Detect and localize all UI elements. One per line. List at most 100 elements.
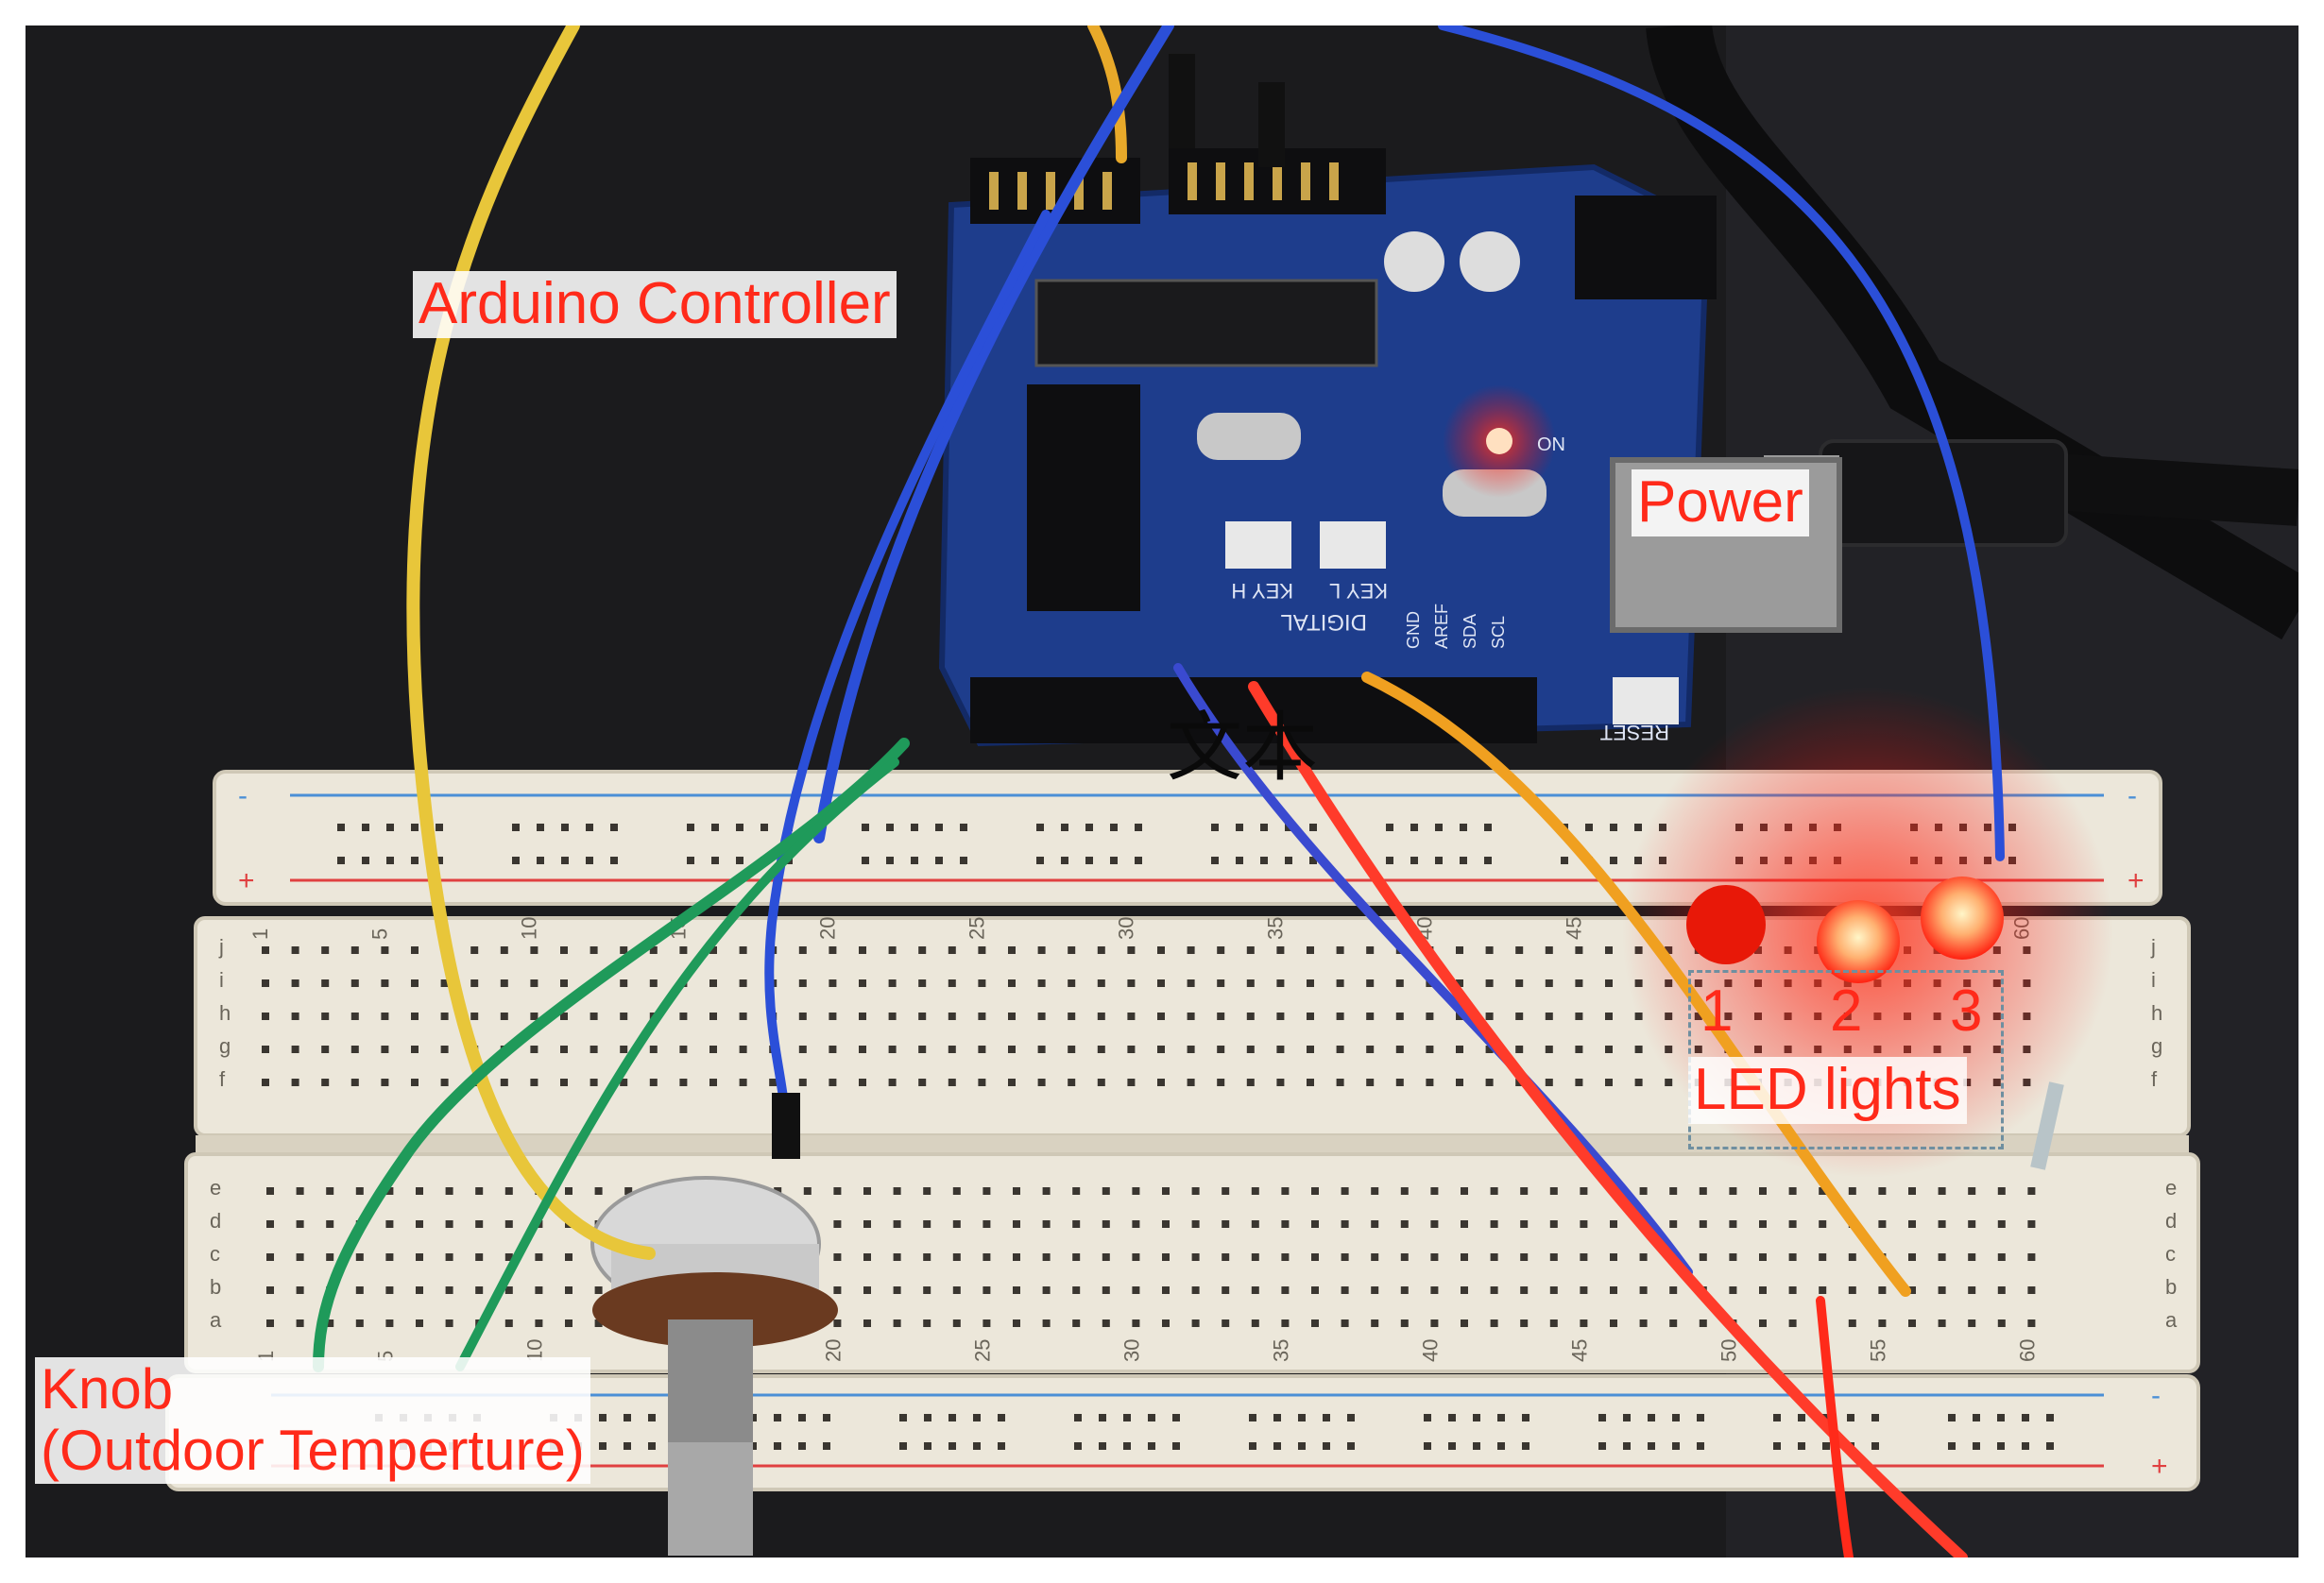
breadboard-hole bbox=[948, 1013, 956, 1020]
breadboard-hole bbox=[1187, 946, 1195, 954]
breadboard-hole bbox=[893, 1220, 901, 1228]
breadboard-hole bbox=[948, 1079, 956, 1086]
breadboard-hole bbox=[823, 1442, 830, 1450]
breadboard-hole bbox=[978, 1013, 986, 1020]
breadboard-hole bbox=[1273, 1414, 1281, 1421]
breadboard-hole bbox=[326, 1187, 334, 1195]
breadboard-hole bbox=[2022, 1414, 2029, 1421]
breadboard-hole bbox=[1669, 1220, 1678, 1228]
breadboard-hole bbox=[1217, 946, 1225, 954]
breadboard-hole bbox=[1281, 1187, 1290, 1195]
breadboard-hole bbox=[1672, 1414, 1680, 1421]
breadboard-column-number: 20 bbox=[815, 917, 839, 940]
breadboard-hole bbox=[1068, 946, 1076, 954]
breadboard-hole bbox=[1473, 1442, 1480, 1450]
breadboard-hole bbox=[1610, 857, 1617, 864]
breadboard-hole bbox=[1281, 1319, 1290, 1327]
breadboard-hole bbox=[1281, 1253, 1290, 1261]
breadboard-hole bbox=[1110, 824, 1118, 831]
breadboard-hole bbox=[983, 1220, 991, 1228]
breadboard-column-number: 60 bbox=[2015, 1339, 2039, 1362]
breadboard-hole bbox=[833, 1220, 842, 1228]
breadboard-hole bbox=[1669, 1286, 1678, 1294]
breadboard-hole bbox=[362, 857, 369, 864]
breadboard-hole bbox=[1222, 1187, 1230, 1195]
wire-pin bbox=[772, 1093, 800, 1159]
breadboard-row-letter: a bbox=[2165, 1308, 2178, 1332]
breadboard-hole bbox=[863, 1220, 871, 1228]
breadboard-hole bbox=[1298, 1442, 1306, 1450]
breadboard-hole bbox=[291, 979, 299, 987]
breadboard-hole bbox=[475, 1286, 484, 1294]
power-jack bbox=[1575, 196, 1717, 299]
breadboard-hole bbox=[983, 1187, 991, 1195]
breadboard-hole bbox=[648, 1414, 656, 1421]
breadboard-hole bbox=[1968, 1286, 1976, 1294]
breadboard-hole bbox=[350, 946, 359, 954]
breadboard-hole bbox=[649, 979, 658, 987]
breadboard-hole bbox=[1634, 824, 1642, 831]
breadboard-hole bbox=[1908, 1286, 1916, 1294]
breadboard-hole bbox=[1386, 857, 1393, 864]
breadboard-hole bbox=[1759, 1220, 1767, 1228]
breadboard-hole bbox=[1669, 1319, 1678, 1327]
breadboard-hole bbox=[923, 1187, 931, 1195]
breadboard-hole bbox=[610, 857, 618, 864]
breadboard-hole bbox=[960, 824, 967, 831]
breadboard-hole bbox=[1485, 946, 1494, 954]
breadboard-hole bbox=[923, 1253, 931, 1261]
breadboard-hole bbox=[948, 1046, 956, 1053]
breadboard-hole bbox=[1042, 1286, 1051, 1294]
breadboard-hole bbox=[1102, 1220, 1110, 1228]
breadboard-hole bbox=[411, 946, 419, 954]
breadboard-hole bbox=[500, 979, 508, 987]
breadboard-hole bbox=[1236, 824, 1243, 831]
breadboard-hole bbox=[590, 1046, 598, 1053]
breadboard-hole bbox=[649, 946, 658, 954]
breadboard-hole bbox=[798, 946, 807, 954]
breadboard-hole bbox=[1068, 1046, 1076, 1053]
breadboard-hole bbox=[411, 979, 419, 987]
breadboard-hole bbox=[1435, 824, 1443, 831]
breadboard-hole bbox=[1273, 1442, 1281, 1450]
breadboard-hole bbox=[888, 1013, 897, 1020]
breadboard-hole bbox=[1072, 1187, 1081, 1195]
rail-sign: - bbox=[2151, 1380, 2161, 1411]
breadboard-hole bbox=[739, 1013, 747, 1020]
breadboard-hole bbox=[829, 979, 837, 987]
breadboard-column-number: 1 bbox=[248, 928, 272, 940]
breadboard-hole bbox=[1798, 1442, 1805, 1450]
breadboard-hole bbox=[679, 1079, 688, 1086]
breadboard-hole bbox=[1307, 1046, 1314, 1053]
breadboard-hole bbox=[1848, 1286, 1856, 1294]
breadboard-row-letter: b bbox=[2165, 1275, 2177, 1299]
breadboard-hole bbox=[1013, 1319, 1020, 1327]
breadboard-hole bbox=[1008, 1046, 1016, 1053]
breadboard-hole bbox=[355, 1187, 364, 1195]
breadboard-hole bbox=[1187, 1046, 1195, 1053]
breadboard-hole bbox=[1819, 1220, 1827, 1228]
breadboard-column-number: 5 bbox=[367, 928, 391, 940]
breadboard-hole bbox=[594, 1319, 603, 1327]
breadboard-hole bbox=[1127, 1013, 1136, 1020]
breadboard-hole bbox=[1132, 1253, 1140, 1261]
breadboard-hole bbox=[416, 1286, 423, 1294]
breadboard-hole bbox=[620, 1079, 628, 1086]
breadboard-hole bbox=[803, 1187, 812, 1195]
breadboard-hole bbox=[470, 1013, 479, 1020]
breadboard-hole bbox=[1157, 946, 1165, 954]
breadboard-hole bbox=[1580, 1187, 1588, 1195]
breadboard-hole bbox=[1729, 1286, 1737, 1294]
breadboard-hole bbox=[1545, 1079, 1553, 1086]
breadboard-column-number: 50 bbox=[1717, 1339, 1740, 1362]
breadboard-hole bbox=[1068, 1079, 1076, 1086]
breadboard-hole bbox=[1162, 1187, 1170, 1195]
breadboard-hole bbox=[1036, 857, 1044, 864]
led-2 bbox=[1817, 900, 1900, 983]
breadboard-hole bbox=[537, 857, 544, 864]
breadboard-hole bbox=[1580, 1286, 1588, 1294]
breadboard-row-letter: h bbox=[219, 1001, 231, 1025]
breadboard-hole bbox=[1456, 1013, 1463, 1020]
breadboard-hole bbox=[833, 1187, 842, 1195]
breadboard-hole bbox=[610, 824, 618, 831]
